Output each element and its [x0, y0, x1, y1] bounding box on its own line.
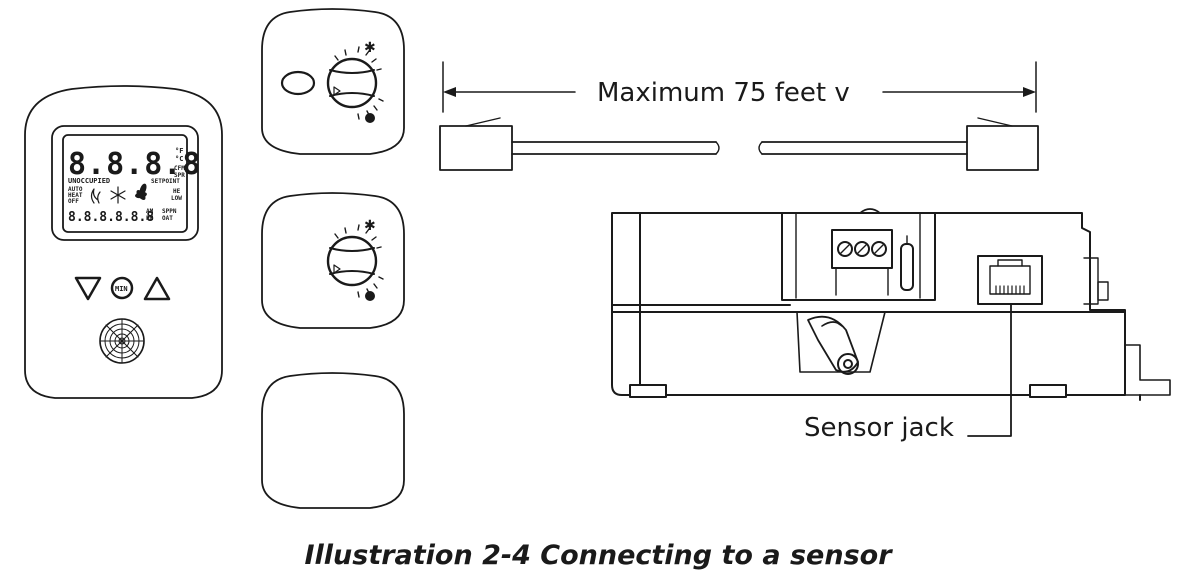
cold-star-icon-middle: ✱ — [364, 218, 376, 234]
lcd-frame — [51, 125, 199, 241]
lcd-sppn: SPPN — [162, 208, 177, 215]
cable-plug-left — [439, 125, 513, 171]
dial-knob-top[interactable] — [326, 57, 378, 109]
display-sensor: 8.8.8.8 °F °C CFM SPR UNOCCUPIED SETPOIN… — [24, 85, 223, 399]
flame-icon — [90, 188, 101, 204]
dial-indicator-top — [333, 86, 341, 96]
damper-actuator[interactable] — [796, 311, 886, 373]
lcd-mode-auto: AUTO — [68, 186, 83, 193]
lcd-screen — [62, 134, 188, 233]
lcd-status-cfm: CFM — [174, 165, 185, 172]
dial-knob-middle-ridge — [329, 247, 375, 275]
cable-dimension — [442, 61, 1037, 113]
dial-scale-top — [334, 46, 384, 120]
dial-scale-middle — [334, 224, 384, 298]
center-button[interactable] — [110, 276, 134, 300]
fan-icon — [135, 183, 147, 200]
lcd-status-spr: SPR — [174, 172, 185, 179]
dial-sensor-housing-middle — [261, 192, 405, 329]
lcd-oat: OAT — [162, 215, 173, 222]
lcd-time-pm: PM — [146, 215, 154, 222]
snowflake-icon — [110, 186, 126, 204]
warm-dot-icon-middle — [365, 291, 375, 301]
lcd-digits: 8.8.8.8 — [68, 147, 201, 182]
dial-sensor-with-button: ✱ — [261, 8, 405, 155]
cable-length-label: Maximum 75 feet v — [597, 78, 850, 108]
display-sensor-housing — [24, 85, 223, 399]
dial-sensor-housing-top — [261, 8, 405, 155]
lcd-mode-low: LOW — [171, 195, 182, 202]
dial-knob-top-ridge — [329, 69, 375, 97]
figure-caption: Illustration 2-4 Connecting to a sensor — [304, 540, 893, 571]
lcd-unoccupied: UNOCCUPIED — [68, 177, 110, 185]
sensor-jack-label: Sensor jack — [804, 413, 954, 443]
warm-dot-icon — [365, 113, 375, 123]
terminal-bay — [781, 213, 936, 301]
terminal-block — [831, 229, 893, 269]
center-button-label: MIN — [115, 285, 128, 293]
lcd-mode-heat: HEAT — [68, 192, 83, 199]
indicator-led — [900, 243, 914, 291]
blank-sensor — [261, 372, 405, 509]
terminal-screw-1 — [837, 241, 853, 257]
lcd-mode-he: HE — [173, 188, 181, 195]
controller-unit — [611, 208, 1171, 401]
up-arrow-icon[interactable] — [143, 276, 171, 301]
lcd-mode-off: OFF — [68, 198, 79, 205]
override-button[interactable] — [280, 70, 316, 96]
cable-plug-right — [966, 125, 1039, 171]
controller-housing — [611, 212, 1126, 396]
dial-knob-middle[interactable] — [326, 235, 378, 287]
terminal-screw-2 — [854, 241, 870, 257]
lcd-unit-c: °C — [175, 155, 183, 163]
down-arrow-icon[interactable] — [74, 276, 102, 301]
sensor-jack[interactable] — [977, 255, 1043, 305]
lcd-time-am: AM — [146, 208, 154, 215]
occupancy-sensor-lens — [99, 318, 145, 364]
cold-star-icon: ✱ — [364, 40, 376, 56]
dial-indicator-middle — [333, 264, 341, 274]
sensor-cable — [439, 117, 1039, 171]
lcd-unit-f: °F — [175, 147, 183, 155]
terminal-screw-3 — [871, 241, 887, 257]
sensor-jack-leader — [967, 303, 1012, 437]
lcd-time: 8.8.8.8.8.8 — [68, 210, 154, 225]
dial-sensor: ✱ — [261, 192, 405, 329]
lcd-setpoint: SETPOINT — [151, 178, 180, 185]
